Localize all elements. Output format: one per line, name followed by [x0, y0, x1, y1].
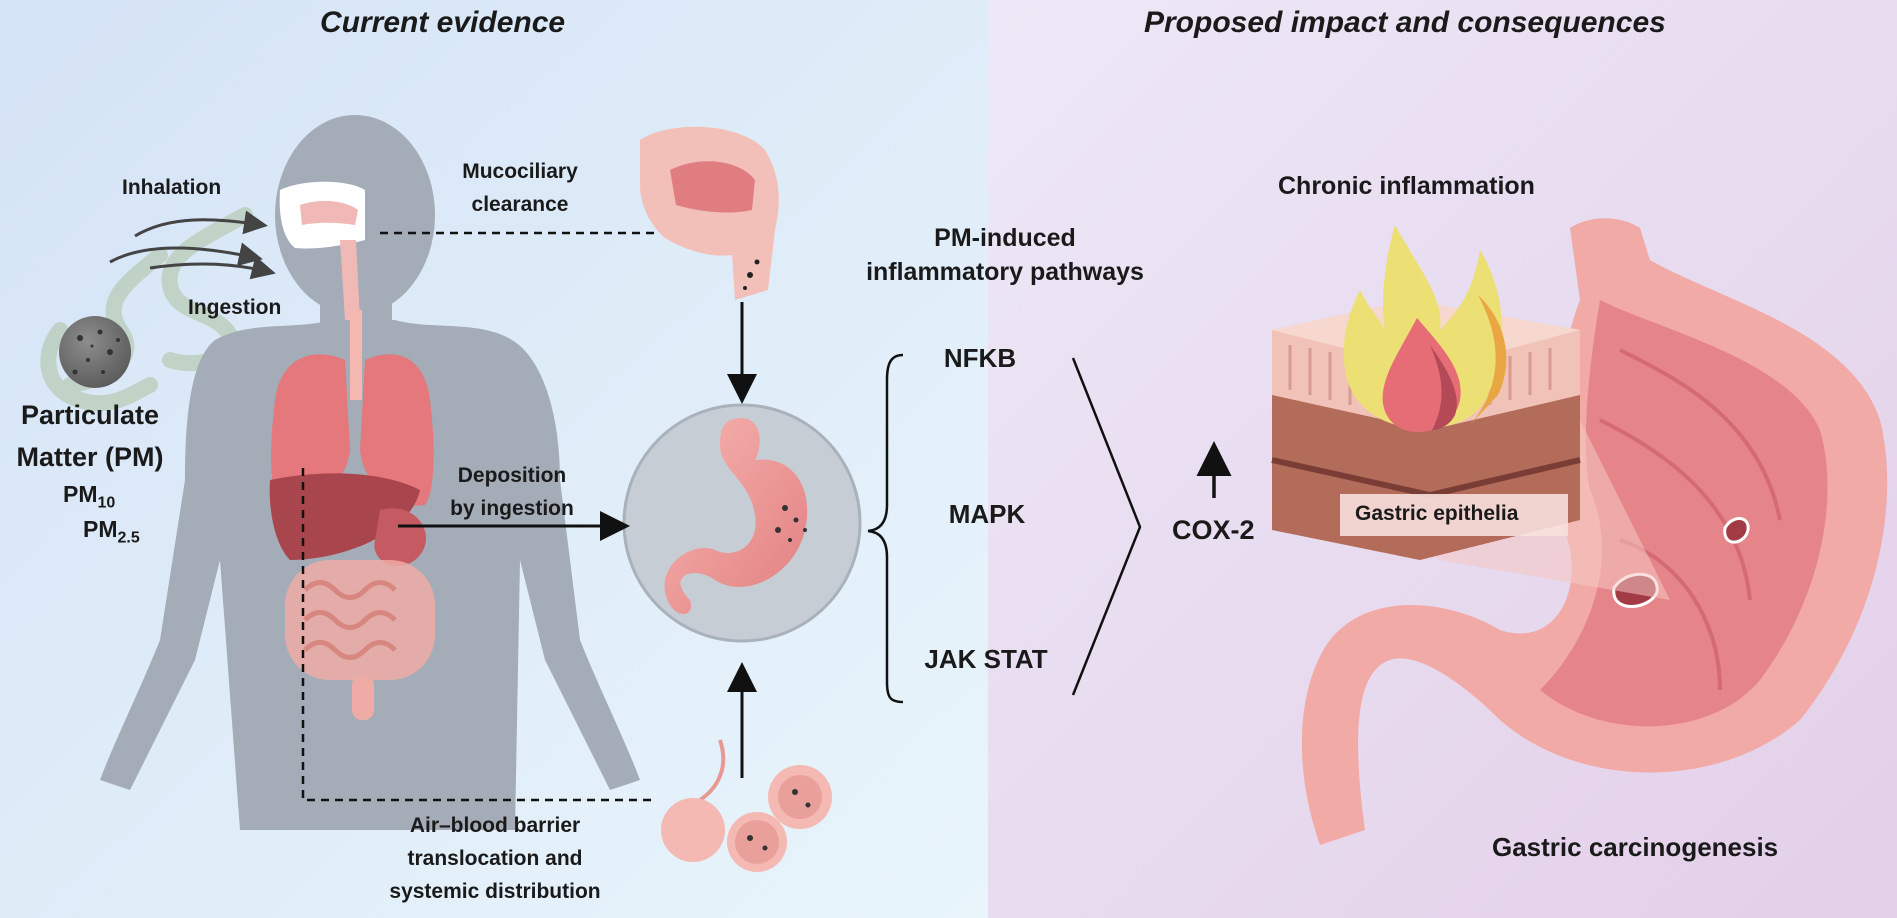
gastric-epithelia-label: Gastric epithelia — [1355, 502, 1519, 525]
airflow-arrows — [109, 210, 276, 280]
barrier-label-line3: systemic distribution — [389, 880, 601, 903]
pm10-subscript: 10 — [97, 494, 116, 512]
lungs — [271, 354, 434, 506]
head-airway-illustration — [279, 181, 365, 320]
pm25-main: PM — [83, 516, 118, 542]
barrier-dashed-line — [301, 468, 655, 802]
left-panel-title: Current evidence — [320, 6, 566, 39]
mucociliary-label-line1: Mucociliary — [462, 160, 578, 183]
mucociliary-label-line2: clearance — [471, 193, 569, 216]
inflammation-flame-icon — [1343, 225, 1507, 432]
barrier-label-line2: translocation and — [407, 847, 583, 870]
intestines — [285, 560, 435, 720]
pathways-heading: PM-induced inflammatory pathways — [820, 221, 1190, 289]
deposition-label-line1: Deposition — [457, 464, 567, 487]
barrier-label-line1: Air–blood barrier — [409, 814, 581, 837]
pm-label-line1: Particulate — [20, 400, 160, 430]
epithelia-label-box — [1340, 494, 1568, 536]
trachea — [350, 310, 362, 400]
pm-label-line2: Matter (PM) — [16, 442, 164, 472]
pathways-heading-line1: PM-induced — [934, 224, 1076, 252]
barrier-label: Air–blood barrier translocation and syst… — [360, 809, 630, 908]
pm10-main: PM — [63, 481, 98, 507]
liver — [269, 473, 420, 560]
particulate-matter-label: Particulate Matter (PM) — [2, 394, 178, 478]
pm25-subscript: 2.5 — [117, 529, 140, 547]
alveoli-icon — [661, 739, 832, 872]
stomach-in-body — [374, 508, 427, 567]
pathway-jak-stat: JAK STAT — [924, 644, 1048, 674]
head-cross-section-icon — [640, 126, 779, 300]
pathway-mapk: MAPK — [948, 499, 1026, 529]
pathway-brace — [867, 353, 904, 704]
inhalation-label: Inhalation — [122, 176, 222, 199]
particulate-matter-icon — [59, 316, 131, 388]
pm10-label: PM10 — [63, 481, 115, 513]
chronic-inflammation-label: Chronic inflammation — [1278, 172, 1535, 200]
deposition-label: Deposition by ingestion — [432, 459, 592, 525]
pathway-nfkb: NFKB — [943, 343, 1017, 373]
stomach-circle-icon — [622, 403, 862, 643]
deposition-label-line2: by ingestion — [450, 497, 574, 520]
cox2-label: COX-2 — [1172, 515, 1255, 545]
gastric-carcinogenesis-label: Gastric carcinogenesis — [1492, 832, 1779, 862]
ingestion-label: Ingestion — [188, 296, 282, 319]
pm25-label: PM2.5 — [83, 516, 140, 548]
pathways-heading-line2: inflammatory pathways — [866, 258, 1144, 286]
mucociliary-label: Mucociliary clearance — [440, 155, 600, 221]
pathway-chevron — [1071, 357, 1142, 696]
right-panel-title: Proposed impact and consequences — [1144, 6, 1666, 39]
